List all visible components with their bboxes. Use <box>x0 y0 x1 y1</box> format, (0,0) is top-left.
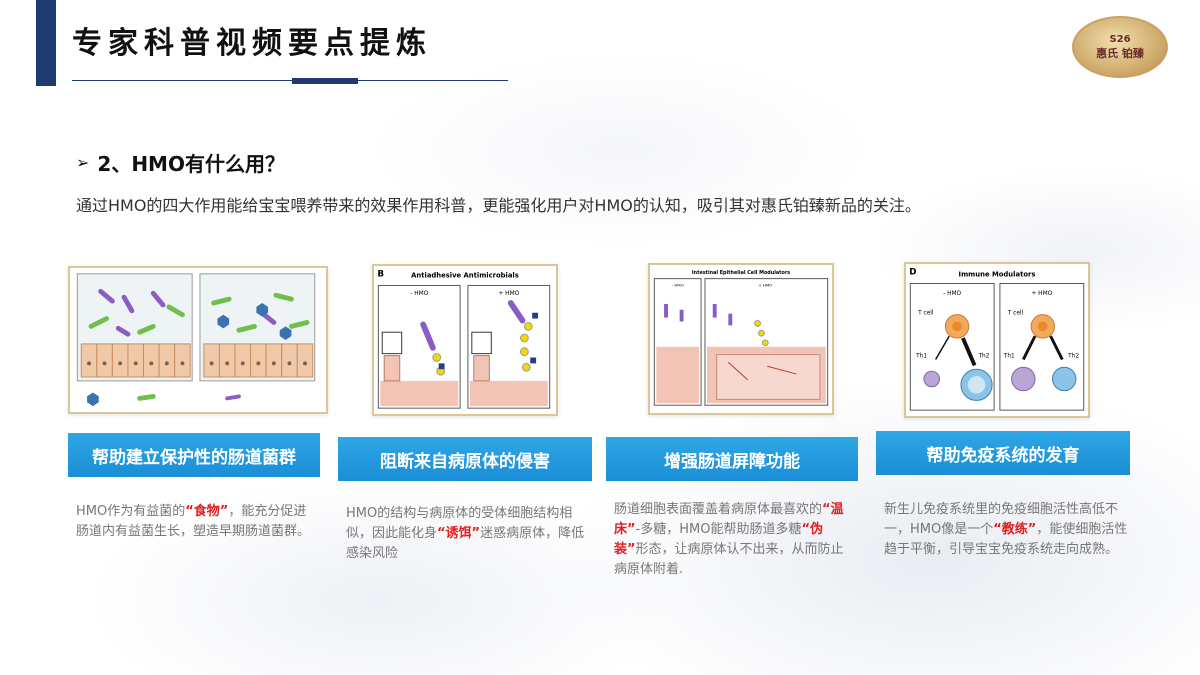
gut-microbiota-diagram <box>76 273 316 407</box>
brand-logo-top: S26 <box>1109 33 1131 45</box>
figure-c-title: Intestinal Epithelial Cell Modulators <box>692 270 790 276</box>
figure-d-title: Immune Modulators <box>959 271 1036 279</box>
desc-4-highlight: “教练” <box>993 522 1037 537</box>
figure-immune-modulators: D Immune Modulators - HMO + HMO T cell T… <box>904 262 1090 418</box>
card-description-microbiota: HMO作为有益菌的“食物”，能充分促进肠道内有益菌生长，塑造早期肠道菌群。 <box>76 502 316 542</box>
figure-d-th1-right: Th1 <box>1003 354 1015 360</box>
header-underline <box>72 80 508 81</box>
brand-logo: S26 惠氏 铂臻 <box>1072 16 1168 78</box>
section-intro: 通过HMO的四大作用能给宝宝喂养带来的效果作用科普，更能强化用户对HMO的认知，… <box>76 196 921 215</box>
figure-b-right-label: + HMO <box>498 291 519 297</box>
figure-d-th1-left: Th1 <box>915 354 927 360</box>
figure-antiadhesive: B Antiadhesive Antimicrobials - HMO + HM… <box>372 264 558 416</box>
section-heading-text: 2、HMO有什么用？ <box>97 152 285 176</box>
desc-1-highlight: “食物” <box>185 504 229 519</box>
card-header-gut-barrier: 增强肠道屏障功能 <box>606 437 858 481</box>
header-accent-bar <box>36 0 56 86</box>
desc-4-post: ，能使细胞活性趋于平衡，引导宝宝免疫系统走向成熟。 <box>884 522 1128 557</box>
card-header-immune: 帮助免疫系统的发育 <box>876 431 1130 475</box>
figure-d-th2-right: Th2 <box>1067 354 1079 360</box>
antiadhesive-diagram: B Antiadhesive Antimicrobials - HMO + HM… <box>377 270 551 409</box>
figure-b-letter: B <box>377 270 384 280</box>
card-description-pathogen-block: HMO的结构与病原体的受体细胞结构相似，因此能化身“诱饵”迷惑病原体，降低感染风… <box>346 504 586 564</box>
card-header-pathogen-block: 阻断来自病原体的侵害 <box>338 437 592 481</box>
figure-b-left-label: - HMO <box>410 291 428 297</box>
bacteria-rods <box>88 288 310 337</box>
epithelial-modulators-diagram: Intestinal Epithelial Cell Modulators - … <box>653 270 829 406</box>
figure-d-letter: D <box>909 268 916 278</box>
pathogen-hexagons <box>217 303 292 340</box>
figure-c-left-label: - HMO <box>672 282 684 287</box>
card-description-gut-barrier: 肠道细胞表面覆盖着病原体最喜欢的“温床”-多糖，HMO能帮助肠道多糖“伪装”形态… <box>614 500 850 580</box>
section-heading: ➢ 2、HMO有什么用？ <box>76 148 285 177</box>
figure-d-right-label: + HMO <box>1031 291 1052 297</box>
desc-3-post: 形态，让病原体认不出来，从而防止病原体附着. <box>614 542 844 577</box>
desc-2-highlight: “诱饵” <box>437 526 481 541</box>
desc-3-mid: -多糖，HMO能帮助肠道多糖 <box>635 522 802 537</box>
desc-4-pre: 新生儿免疫系统里的免疫细胞活性高低不一，HMO像是一个 <box>884 502 1119 537</box>
desc-1-post: ，能充分促进肠道内有益菌生长，塑造早期肠道菌群。 <box>76 504 311 539</box>
card-description-immune: 新生儿免疫系统里的免疫细胞活性高低不一，HMO像是一个“教练”，能使细胞活性趋于… <box>884 500 1128 560</box>
figure-d-tcell-right: T cell <box>1007 311 1024 317</box>
desc-3-highlight-2: “伪装” <box>614 522 824 557</box>
figure-d-tcell-left: T cell <box>917 311 934 317</box>
desc-2-pre: HMO的结构与病原体的受体细胞结构相似，因此能化身 <box>346 506 573 541</box>
figure-epithelial-modulators: Intestinal Epithelial Cell Modulators - … <box>648 263 834 415</box>
figure-d-th2-left: Th2 <box>977 354 989 360</box>
immune-modulators-diagram: D Immune Modulators - HMO + HMO T cell T… <box>909 268 1085 411</box>
figure-c-right-label: + HMO <box>758 282 772 287</box>
desc-1-pre: HMO作为有益菌的 <box>76 504 186 519</box>
header-underline-accent <box>292 78 358 84</box>
card-header-microbiota: 帮助建立保护性的肠道菌群 <box>68 433 320 477</box>
desc-2-post: 迷惑病原体，降低感染风险 <box>346 526 585 561</box>
figure-b-title: Antiadhesive Antimicrobials <box>411 272 519 280</box>
page-title: 专家科普视频要点提炼 <box>72 26 432 61</box>
desc-3-pre: 肠道细胞表面覆盖着病原体最喜欢的 <box>614 502 823 517</box>
figure-d-left-label: - HMO <box>943 291 961 297</box>
figure-gut-microbiota <box>68 266 328 414</box>
triangle-right-icon: ➢ <box>76 153 90 172</box>
desc-3-highlight: “温床” <box>614 502 844 537</box>
brand-logo-name: 惠氏 铂臻 <box>1096 46 1144 60</box>
